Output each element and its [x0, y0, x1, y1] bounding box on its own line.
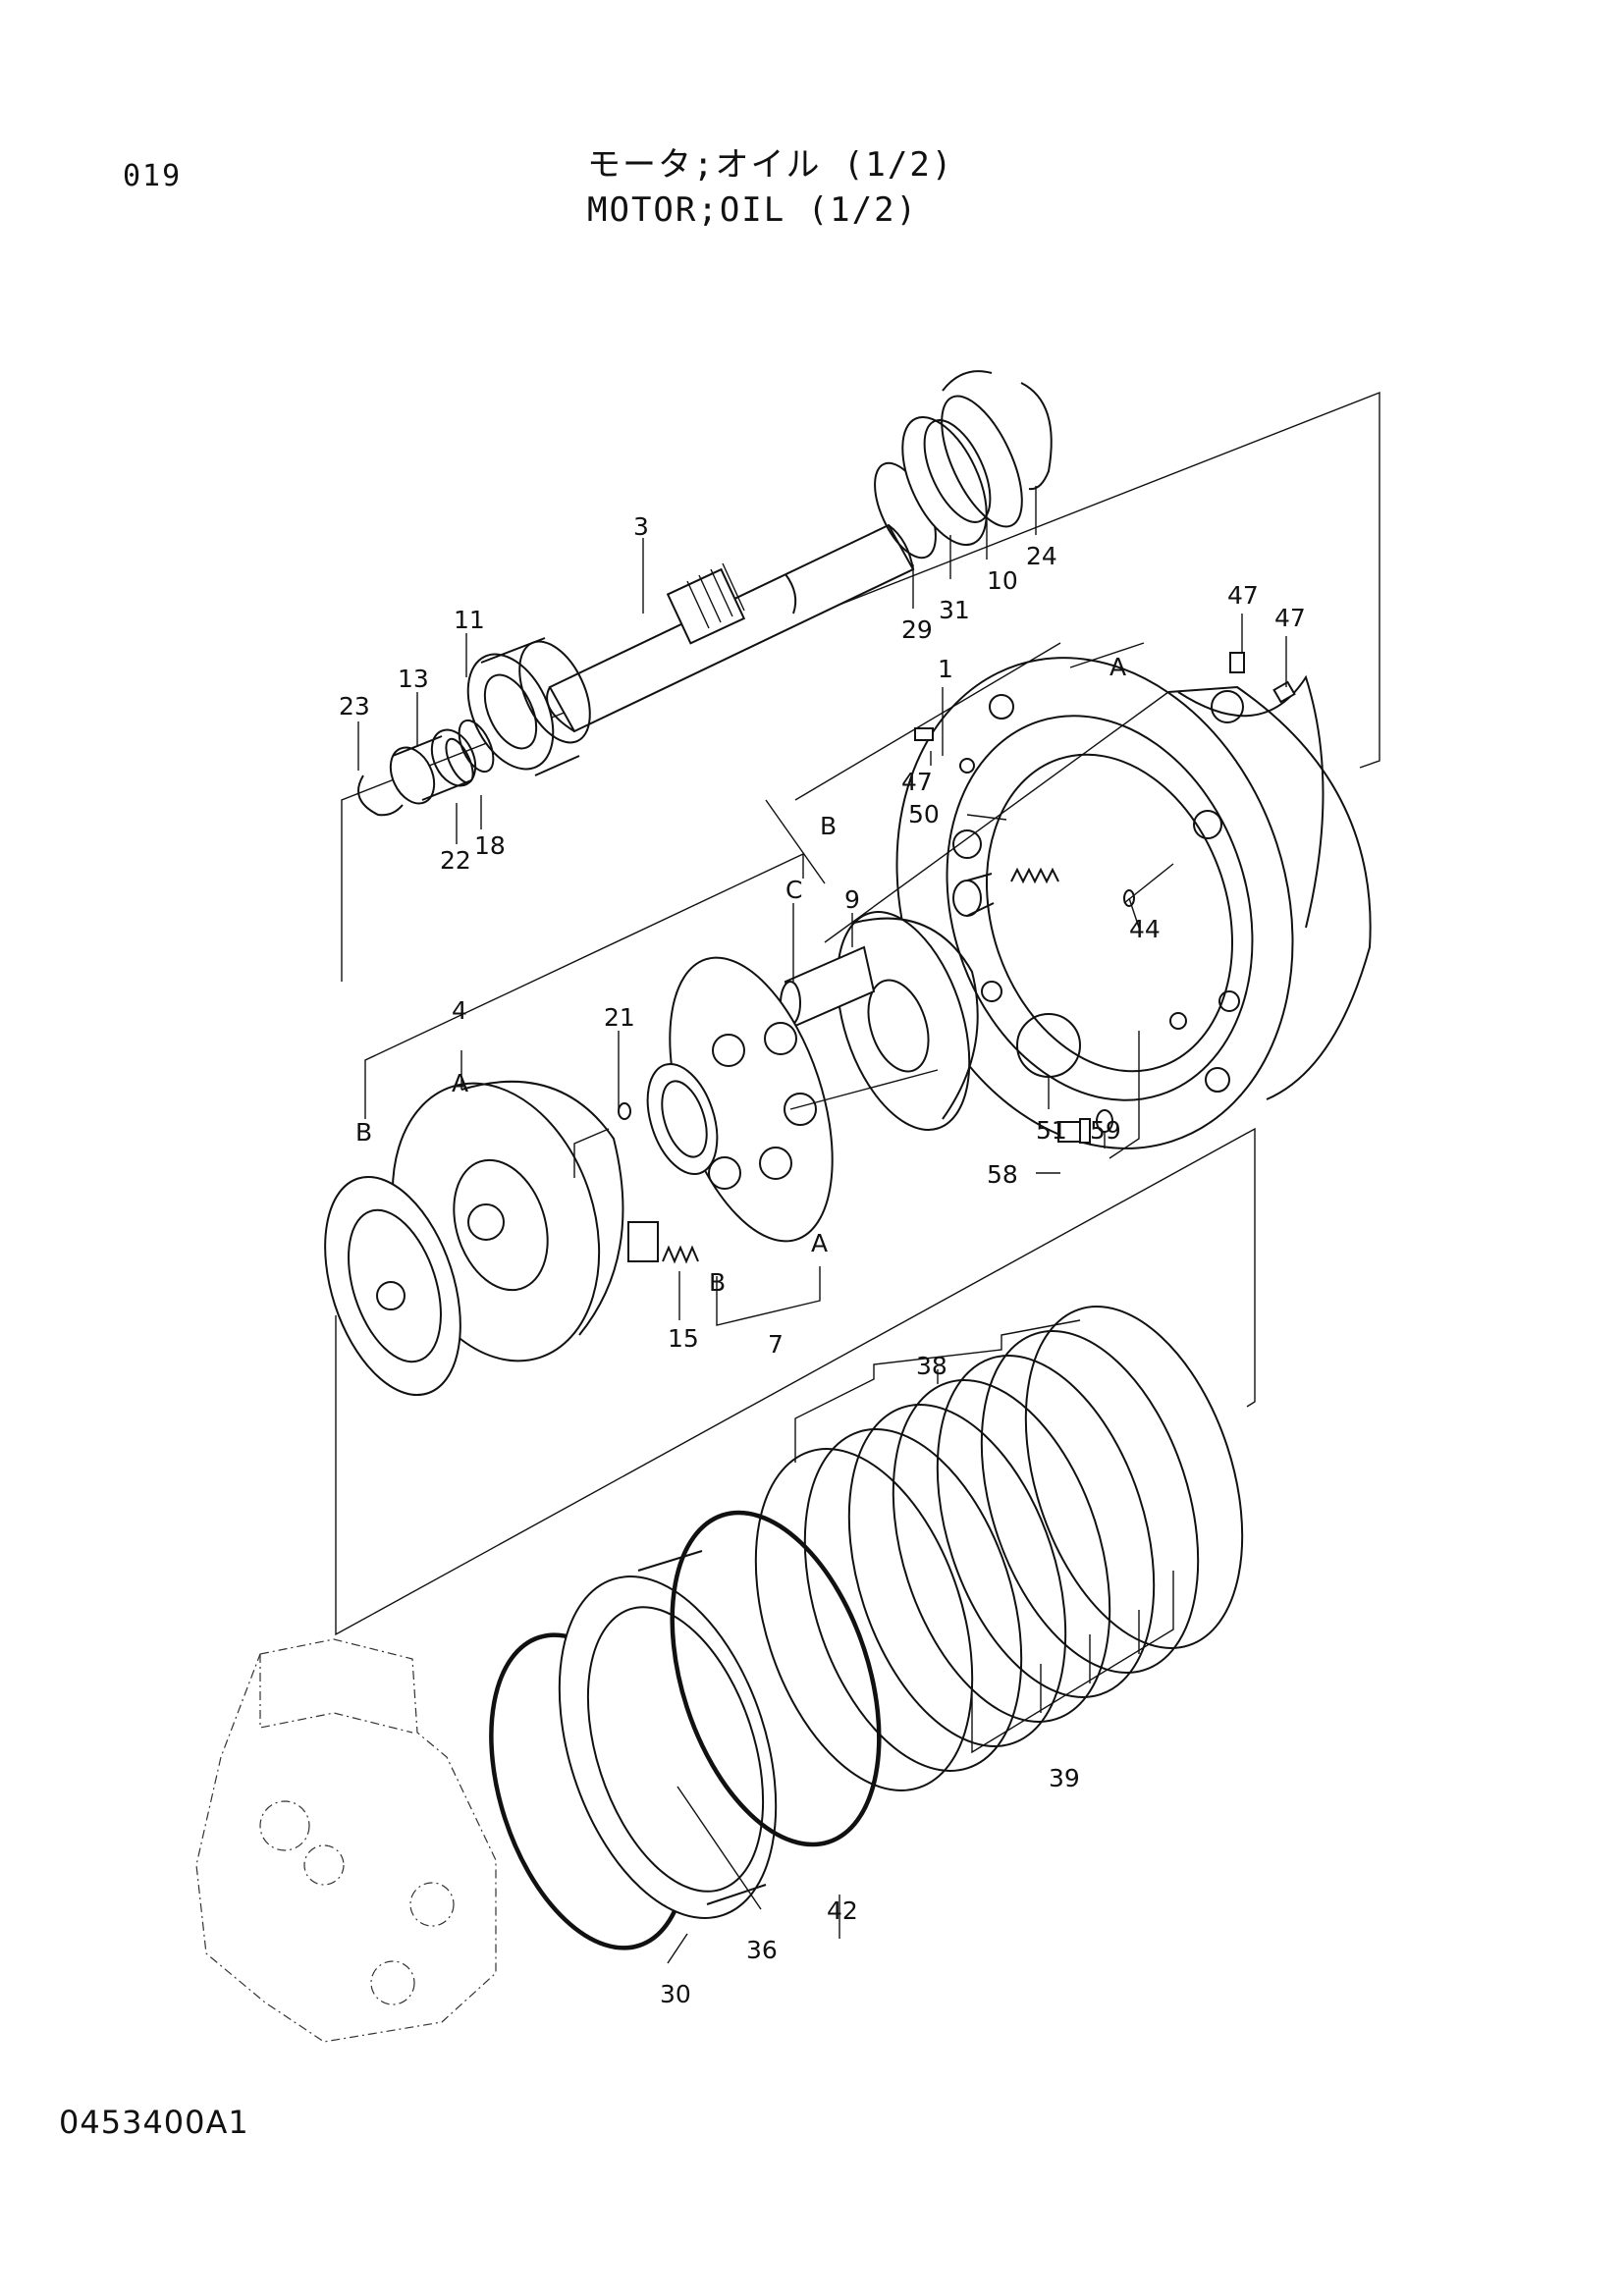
friction-disc-stack — [754, 1306, 1244, 1791]
spring-50 — [1010, 867, 1059, 884]
drawing-code: 0453400A1 — [59, 2104, 249, 2141]
ref-A-1: A — [1109, 653, 1126, 681]
callout-39: 39 — [1049, 1764, 1080, 1792]
ref-A-3: A — [811, 1229, 828, 1257]
callout-10: 10 — [987, 566, 1018, 595]
output-shaft — [546, 523, 915, 733]
plug-58 — [1057, 1118, 1091, 1144]
seal-31 — [901, 415, 992, 547]
callout-23: 23 — [339, 692, 370, 721]
callout-47-top: 47 — [1227, 581, 1259, 610]
callout-51: 51 — [1036, 1116, 1067, 1145]
callout-47-left: 47 — [901, 768, 933, 796]
callout-3: 3 — [633, 512, 649, 541]
page-number: 019 — [123, 159, 183, 193]
ring-18 — [458, 719, 495, 774]
plunger-B — [952, 873, 995, 917]
o-ring-42 — [670, 1510, 882, 1847]
callout-47-right: 47 — [1274, 604, 1306, 632]
group-frame-shaft — [341, 391, 1380, 982]
snap-ring-23 — [357, 774, 404, 817]
plug-47-left — [914, 727, 934, 741]
bracket-39 — [971, 1571, 1174, 1754]
callout-4: 4 — [452, 996, 467, 1025]
callout-31: 31 — [939, 596, 970, 624]
bracket-38 — [794, 1319, 1081, 1463]
ring-10 — [941, 395, 1023, 528]
callout-50: 50 — [908, 800, 940, 828]
callout-38: 38 — [916, 1352, 947, 1380]
ref-C-1: C — [785, 876, 802, 904]
callout-9: 9 — [844, 885, 860, 914]
leader-lines — [357, 486, 1287, 1964]
pin-44 — [1123, 863, 1174, 907]
callout-24: 24 — [1026, 542, 1057, 570]
motor-housing-1 — [895, 657, 1372, 1149]
callout-15: 15 — [668, 1324, 699, 1353]
ref-A-2: A — [452, 1069, 468, 1097]
pin-21 — [618, 1102, 631, 1120]
valve-plate-B — [324, 1175, 461, 1397]
callout-11: 11 — [454, 606, 485, 634]
callout-30: 30 — [660, 1980, 691, 2008]
swash-plate-9 — [836, 911, 979, 1131]
valve-body — [195, 1638, 497, 2043]
reference-letters: A A A B B B C — [355, 653, 1126, 1297]
reference-lines — [573, 642, 1169, 1326]
ring-22 — [445, 737, 474, 784]
callout-36: 36 — [746, 1936, 778, 1964]
callout-18: 18 — [474, 831, 506, 860]
callout-1: 1 — [938, 655, 953, 683]
snap-ring-24 — [1020, 382, 1053, 491]
plug-47-top — [1229, 652, 1245, 673]
callout-labels: 3 11 13 23 22 18 29 31 10 24 47 47 47 1 … — [339, 512, 1306, 2008]
callout-42: 42 — [827, 1896, 858, 1925]
group-frame-cylinder — [335, 852, 1256, 1636]
wire-clip — [942, 370, 993, 392]
ref-B-2: B — [355, 1118, 372, 1147]
callout-13: 13 — [398, 665, 429, 693]
ref-B-3: B — [709, 1268, 726, 1297]
ref-B-1: B — [820, 812, 837, 840]
title-japanese: モータ;オイル (1/2) — [587, 145, 954, 185]
ball-guide — [646, 1062, 719, 1176]
callout-58: 58 — [987, 1160, 1018, 1189]
callout-7: 7 — [768, 1330, 784, 1359]
sleeve-13 — [389, 728, 477, 805]
plug-47-right — [1272, 680, 1296, 704]
title-english: MOTOR;OIL (1/2) — [587, 190, 919, 230]
spring-15 — [662, 1245, 699, 1264]
brake-piston-36 — [558, 1550, 778, 1919]
callout-29: 29 — [901, 615, 933, 644]
callout-21: 21 — [604, 1003, 635, 1032]
callout-44: 44 — [1129, 915, 1161, 943]
callout-59: 59 — [1090, 1116, 1121, 1145]
callout-22: 22 — [440, 846, 471, 875]
